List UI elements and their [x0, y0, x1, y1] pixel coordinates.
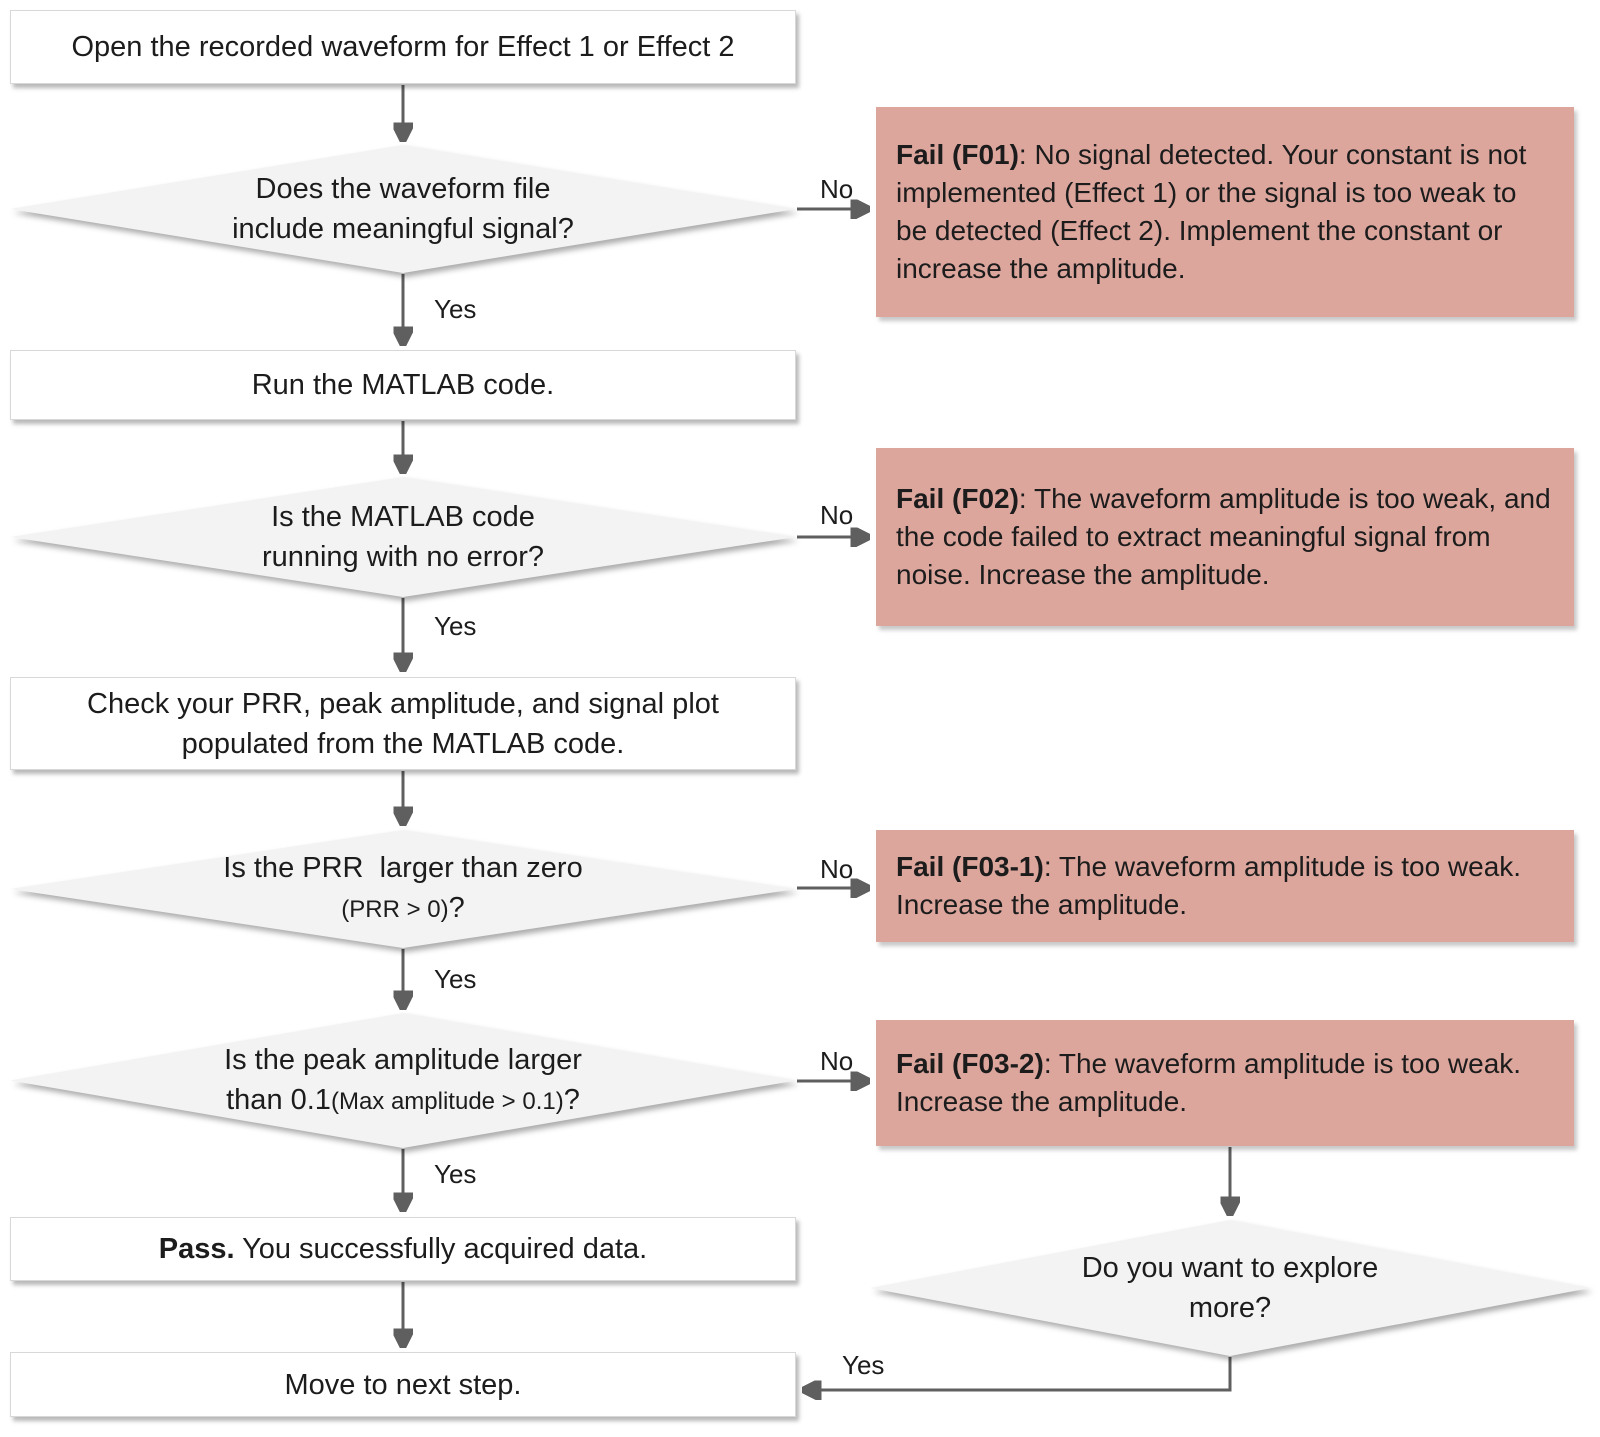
node-pass: Pass. You successfully acquired data. [10, 1217, 796, 1281]
fail-box-f03-2: Fail (F03-2): The waveform amplitude is … [876, 1020, 1574, 1146]
node-move-next-step: Move to next step. [10, 1352, 796, 1417]
decision-matlab-no-error: Is the MATLAB code running with no error… [10, 477, 796, 597]
edge-label-yes-3: Yes [434, 964, 477, 994]
edge-label-no-2: No [820, 500, 854, 530]
prr-question-mark: ? [448, 892, 465, 924]
f03-2-code: Fail (F03-2) [896, 1048, 1044, 1079]
f02-text: : The waveform amplitude is too weak, an… [896, 483, 1551, 590]
amp-question-mark: ? [563, 1083, 580, 1116]
prr-condition: (PRR > 0) [341, 896, 449, 923]
f03-1-text: : The waveform amplitude is too weak. In… [896, 851, 1522, 920]
decision-meaningful-signal-text: Does the waveform file include meaningfu… [232, 173, 574, 245]
decision-meaningful-signal-shape [10, 145, 796, 273]
amp-condition: (Max amplitude > 0.1) [330, 1087, 564, 1115]
amp-threshold: than 0.1 [226, 1083, 331, 1116]
decision-meaningful-signal: Does the waveform file include meaningfu… [10, 145, 796, 273]
decision-explore-more-text: Do you want to explore more? [1081, 1252, 1379, 1324]
f01-code: Fail (F01) [896, 139, 1019, 170]
decision-prr-positive: Is the PRR larger than zero (PRR > 0)? [10, 830, 796, 948]
decision-matlab-no-error-shape [10, 477, 796, 597]
decision-peak-amplitude-text: Is the peak amplitude larger than 0.1(Ma… [224, 1043, 582, 1116]
decision-prr-positive-shape [10, 830, 796, 948]
decision-matlab-no-error-text: Is the MATLAB code running with no error… [261, 501, 545, 573]
node-open-waveform-label: Open the recorded waveform for Effect 1 … [71, 31, 735, 63]
node-check-prr-line2: populated from the MATLAB code. [181, 727, 625, 760]
decision-prr-positive-text: Is the PRR larger than zero (PRR > 0)? [223, 852, 583, 924]
fail-box-f01: Fail (F01): No signal detected. Your con… [876, 107, 1574, 317]
f02-code: Fail (F02) [896, 483, 1019, 514]
pass-label: Pass. [158, 1233, 235, 1265]
fail-box-f03-1: Fail (F03-1): The waveform amplitude is … [876, 830, 1574, 942]
edge-label-yes-5: Yes [842, 1350, 885, 1380]
node-run-matlab: Run the MATLAB code. [10, 350, 796, 420]
pass-text: You successfully acquired data. [234, 1233, 648, 1265]
decision-explore-more: Do you want to explore more? [870, 1220, 1590, 1356]
decision-explore-more-shape [870, 1220, 1590, 1356]
edge-label-no-4: No [820, 1046, 854, 1076]
edge-label-yes-4: Yes [434, 1159, 477, 1189]
node-move-next-step-label: Move to next step. [284, 1368, 522, 1401]
node-check-prr: Check your PRR, peak amplitude, and sign… [10, 677, 796, 770]
decision-peak-amplitude-shape [10, 1013, 796, 1148]
node-open-waveform: Open the recorded waveform for Effect 1 … [10, 10, 796, 84]
node-run-matlab-label: Run the MATLAB code. [251, 369, 555, 401]
f01-text: : No signal detected. Your constant is n… [896, 139, 1527, 284]
node-check-prr-line1: Check your PRR, peak amplitude, and sign… [87, 687, 719, 720]
fail-box-f02: Fail (F02): The waveform amplitude is to… [876, 448, 1574, 626]
edge-label-yes-1: Yes [434, 294, 477, 324]
edge-label-no-3: No [820, 854, 854, 884]
decision-peak-amplitude: Is the peak amplitude larger than 0.1(Ma… [10, 1013, 796, 1148]
edge-label-yes-2: Yes [434, 611, 477, 641]
f03-2-text: : The waveform amplitude is too weak. In… [896, 1048, 1522, 1117]
f03-1-code: Fail (F03-1) [896, 851, 1044, 882]
edge-label-no-1: No [820, 174, 854, 204]
